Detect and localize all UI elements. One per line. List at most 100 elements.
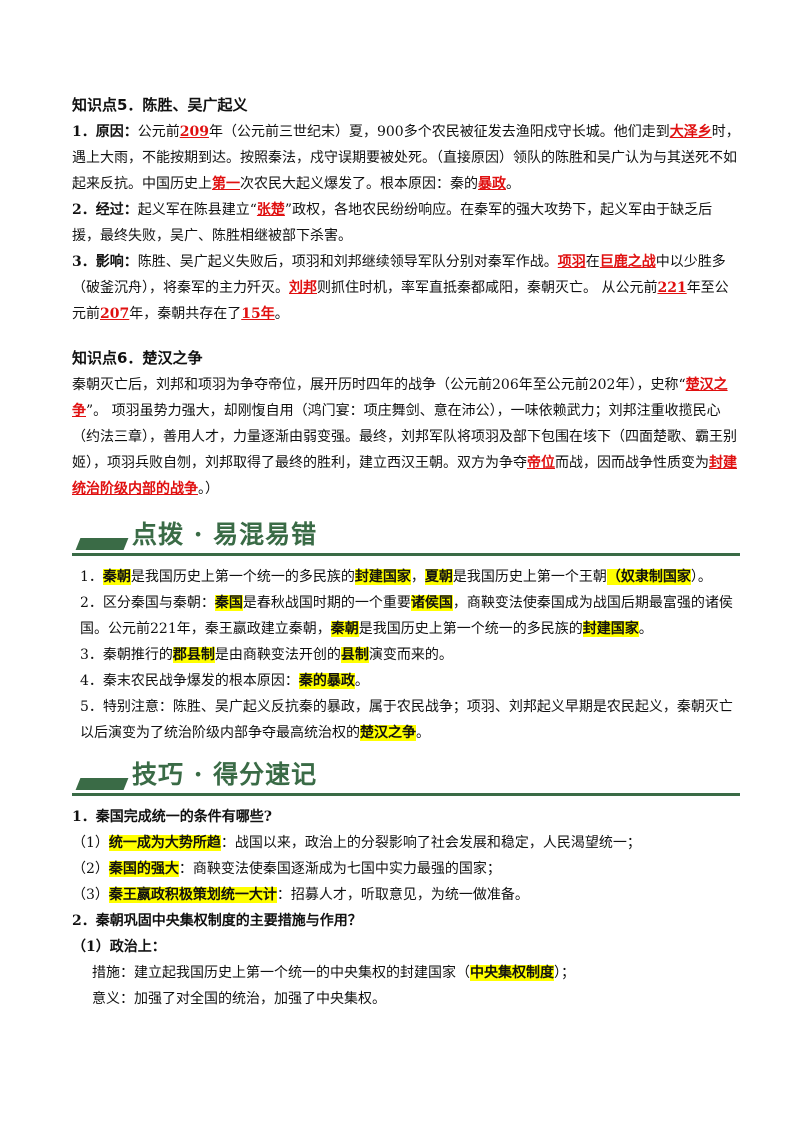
s5-process-label: 2．经过： [72,202,138,218]
key-term: 第一 [212,176,240,192]
section-banner-skills: 技巧 · 得分速记 [72,756,740,796]
text: 。 [638,621,653,637]
section-title-6: 知识点6．楚汉之争 [72,349,203,367]
key-term: 大泽乡 [669,124,712,140]
item-number: （3） [72,887,109,903]
text: 。 [354,673,369,689]
banner-bar-decoration [75,538,129,550]
banner-title: 技巧 · 得分速记 [132,760,318,789]
s5-impact-label: 3．影响： [72,254,138,270]
text: ：战国以来，政治上的分裂影响了社会发展和稳定，人民渴望统一； [220,835,641,851]
text: ”政权，各地农民纷纷响应。在秦军的强大攻势下，起义军由于缺乏后援，最终失败，吴广… [72,202,713,244]
key-term: 207 [100,306,130,322]
key-term: 巨鹿之战 [599,254,656,270]
highlight-term: 诸侯国 [410,595,453,611]
section-title-5: 知识点5．陈胜、吴广起义 [72,96,248,114]
tip-item-3: 3．秦朝推行的郡县制是由商鞅变法开创的县制演变而来的。 [72,642,740,668]
subheading-politics: （1）政治上： [72,939,166,955]
document-page: 知识点5．陈胜、吴广起义 1．原因：公元前209年（公元前三世纪末）夏，900多… [72,92,740,1012]
s5-impact-paragraph: 3．影响：陈胜、吴广起义失败后，项羽和刘邦继续领导军队分别对秦军作战。项羽在巨鹿… [72,249,740,327]
text: 。 [274,306,289,322]
tip-item-2: 2．区分秦国与秦朝：秦国是春秋战国时期的一个重要诸侯国，商鞅变法使秦国成为战国后… [72,590,740,642]
text: ：招募人才，听取意见，为统一做准备。 [276,887,529,903]
highlight-term: 封建国家 [354,569,411,585]
text: ：商鞅变法使秦国逐渐成为七国中实力最强的国家； [178,861,501,877]
s5-reason-paragraph: 1．原因：公元前209年（公元前三世纪末）夏，900多个农民被征发去渔阳戍守长城… [72,119,740,197]
answer-1-3: （3）秦王嬴政积极策划统一大计：招募人才，听取意见，为统一做准备。 [72,882,740,908]
text: 年至公元前 [72,280,729,322]
tip-item-1: 1．秦朝是我国历史上第一个统一的多民族的封建国家，夏朝是我国历史上第一个王朝（奴… [72,564,740,590]
highlight-term: 封建国家 [582,621,639,637]
highlight-term: 夏朝 [424,569,453,585]
highlight-term: （奴隶制国家 [606,569,691,585]
text: 年（公元前三世纪末）夏，900多个农民被征发去渔阳戍守长城。他们走到 [208,124,670,140]
key-term: 封建统治阶级内部的战争 [72,455,737,497]
text: 则抓住时机，率军直抵秦都咸阳，秦朝灭亡。 从公元前 [317,280,658,296]
item-number: （1） [72,835,109,851]
item-number: 1． [80,569,103,585]
key-term: 刘邦 [289,280,317,296]
highlight-term: 秦的暴政 [298,673,355,689]
text: 起义军在陈县建立“ [137,202,257,218]
item-number: 2． [80,595,103,611]
text: 在 [585,254,600,270]
text: 中以少胜多（破釜沉舟），将秦军的主力歼灭。 [72,254,726,296]
item-number: （2） [72,861,109,877]
text: 次农民大起义爆发了。根本原因：秦的 [240,176,478,192]
key-term: 帝位 [527,455,555,471]
highlight-term: 统一成为大势所趋 [108,835,221,851]
text: 秦末农民战争爆发的根本原因： [102,673,299,689]
answer-1-1: （1）统一成为大势所趋：战国以来，政治上的分裂影响了社会发展和稳定，人民渴望统一… [72,830,740,856]
measure-line: 措施：建立起我国历史上第一个统一的中央集权的封建国家（中央集权制度）； [72,960,740,986]
question-1: 1．秦国完成统一的条件有哪些? [72,809,272,825]
text: 是由商鞅变法开创的 [214,647,341,663]
text: ）； [554,965,575,981]
text: 是我国历史上第一个王朝 [452,569,607,585]
text: ）。 [690,569,712,585]
banner-underline [72,553,740,556]
text: ， [410,569,425,585]
text: 。 [506,176,520,192]
key-term: 楚汉之争 [72,377,728,419]
s5-process-paragraph: 2．经过：起义军在陈县建立“张楚”政权，各地农民纷纷响应。在秦军的强大攻势下，起… [72,197,740,249]
answer-1-2: （2）秦国的强大：商鞅变法使秦国逐渐成为七国中实力最强的国家； [72,856,740,882]
text: 公元前 [137,124,180,140]
text: 是春秋战国时期的一个重要 [242,595,411,611]
text: 。） [198,481,219,497]
text: 区分秦国与秦朝： [102,595,215,611]
text: 特别注意：陈胜、吴广起义反抗秦的暴政，属于农民战争；项羽、刘邦起义早期是农民起义… [80,699,733,741]
highlight-term: 秦王嬴政积极策划统一大计 [108,887,277,903]
highlight-term: 秦国 [214,595,243,611]
item-number: 4． [80,673,103,689]
question-2: 2．秦朝巩固中央集权制度的主要措施与作用？ [72,913,362,929]
key-term: 张楚 [256,202,285,218]
banner-underline [72,793,740,796]
key-term: 暴政 [478,176,506,192]
item-number: 5． [80,699,103,715]
text: ，商鞅变法使秦国成为战国后期最富强的诸侯国。公元前221年，秦王嬴政建立秦朝， [80,595,733,637]
banner-title: 点拨 · 易混易错 [132,520,318,549]
text: 年，秦朝共存在了 [129,306,242,322]
text: 秦朝推行的 [102,647,173,663]
key-term: 项羽 [557,254,586,270]
highlight-term: 秦朝 [102,569,131,585]
significance-line: 意义：加强了对全国的统治，加强了中央集权。 [92,991,386,1007]
section-banner-tips: 点拨 · 易混易错 [72,516,740,556]
highlight-term: 郡县制 [172,647,215,663]
key-term: 15年 [241,306,275,322]
highlight-term: 秦朝 [330,621,359,637]
text: 演变而来的。 [368,647,453,663]
tip-item-5: 5．特别注意：陈胜、吴广起义反抗秦的暴政，属于农民战争；项羽、刘邦起义早期是农民… [72,694,740,746]
text: 措施：建立起我国历史上第一个统一的中央集权的封建国家（ [92,965,470,981]
text: 。 [416,725,430,741]
highlight-term: 秦国的强大 [108,861,179,877]
text: 时，遇上大雨，不能按期到达。按照秦法，戍守误期要被处死。（直接原因）领队的陈胜和… [72,124,740,192]
key-term: 221 [657,280,687,296]
text: 是我国历史上第一个统一的多民族的 [130,569,355,585]
s5-reason-label: 1．原因： [72,124,138,140]
banner-bar-decoration [75,778,129,790]
text: 秦朝灭亡后，刘邦和项羽为争夺帝位，展开历时四年的战争（公元前206年至公元前20… [72,377,686,393]
text: ”。 项羽虽势力强大，却刚愎自用（鸿门宴：项庄舞剑、意在沛公），一味依赖武力；刘… [72,403,737,471]
text: 是我国历史上第一个统一的多民族的 [358,621,583,637]
highlight-term: 县制 [340,647,369,663]
